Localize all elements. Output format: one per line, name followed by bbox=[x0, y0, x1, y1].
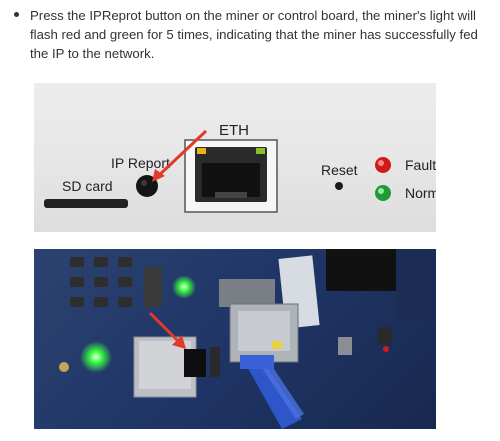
main-chip bbox=[326, 249, 396, 291]
fault-label: Fault bbox=[405, 157, 436, 173]
board-arrow-head bbox=[172, 335, 186, 349]
sd-card-slot bbox=[44, 199, 128, 208]
arrow-shaft bbox=[154, 129, 208, 180]
board-arrow-shaft bbox=[148, 311, 182, 345]
sd-card-label: SD card bbox=[62, 178, 113, 194]
control-panel-illustration: ETH IP Report SD card Reset Fault Norm bbox=[44, 122, 436, 213]
control-panel-photo: ETH IP Report SD card Reset Fault Norm bbox=[34, 83, 436, 232]
bullet-dot bbox=[14, 12, 19, 17]
instruction-text: Press the IPReprot button on the miner o… bbox=[30, 8, 478, 61]
ip-report-button-board bbox=[184, 349, 206, 377]
control-board-photo bbox=[34, 249, 436, 429]
eth-activity-led bbox=[256, 148, 265, 154]
board-components bbox=[70, 257, 162, 307]
instruction-item: Press the IPReprot button on the miner o… bbox=[8, 6, 492, 63]
ethernet-cable bbox=[244, 357, 302, 429]
reset-hole bbox=[335, 182, 343, 190]
green-led-left bbox=[80, 341, 112, 373]
eth-port-socket bbox=[202, 163, 260, 197]
reset-label: Reset bbox=[321, 162, 358, 178]
control-board-illustration bbox=[59, 249, 436, 429]
eth-link-led bbox=[197, 148, 206, 154]
eth-port-tab bbox=[215, 192, 247, 198]
eth-label: ETH bbox=[219, 122, 249, 139]
green-led-top bbox=[172, 275, 196, 299]
ip-report-label: IP Report bbox=[111, 155, 170, 171]
normal-label: Norm bbox=[405, 185, 436, 201]
arrow-head bbox=[152, 169, 165, 182]
